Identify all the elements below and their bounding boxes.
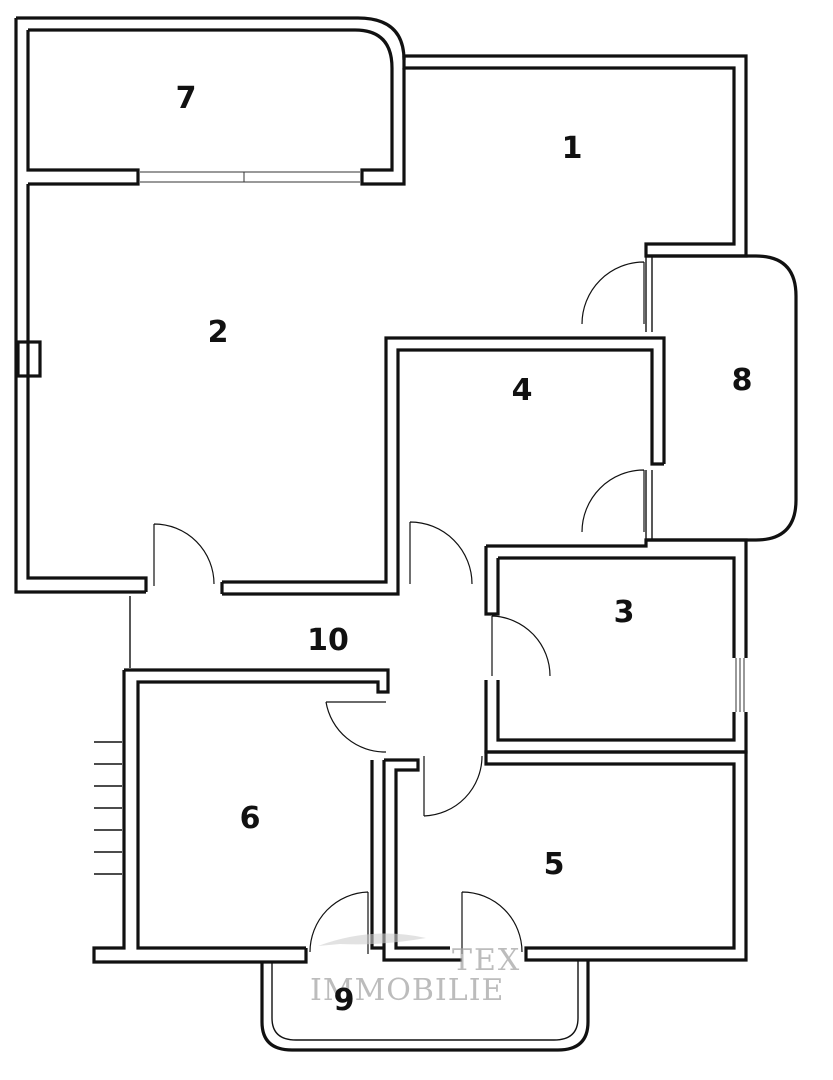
room-4-label: 4	[512, 373, 533, 408]
room-3-label: 3	[614, 595, 635, 630]
room-5-label: 5	[544, 847, 565, 882]
room-10-label: 10	[307, 623, 349, 658]
room-8-label: 8	[732, 363, 753, 398]
room-labels: 1 2 3 4 5 6 7 8 9 10	[176, 81, 753, 1018]
room-2-label: 2	[208, 315, 229, 350]
door-swings	[153, 261, 645, 954]
room-9-walls	[260, 960, 590, 1052]
room-5-walls	[382, 750, 748, 962]
room-7-walls	[16, 16, 748, 244]
room-1-label: 1	[562, 131, 583, 166]
room-9-label: 9	[334, 983, 355, 1018]
watermark-swoosh-icon	[318, 933, 426, 946]
room-3-walls	[484, 538, 748, 754]
watermark-line1: TEX	[452, 943, 521, 978]
room-8-walls	[645, 254, 798, 542]
room-6-walls	[92, 596, 390, 964]
watermark-line2: IMMOBILIE	[310, 973, 504, 1008]
room-6-label: 6	[240, 801, 261, 836]
room-2-walls	[14, 18, 666, 596]
watermark-logo: TEX IMMOBILIE	[310, 933, 521, 1008]
room-7-label: 7	[176, 81, 197, 116]
